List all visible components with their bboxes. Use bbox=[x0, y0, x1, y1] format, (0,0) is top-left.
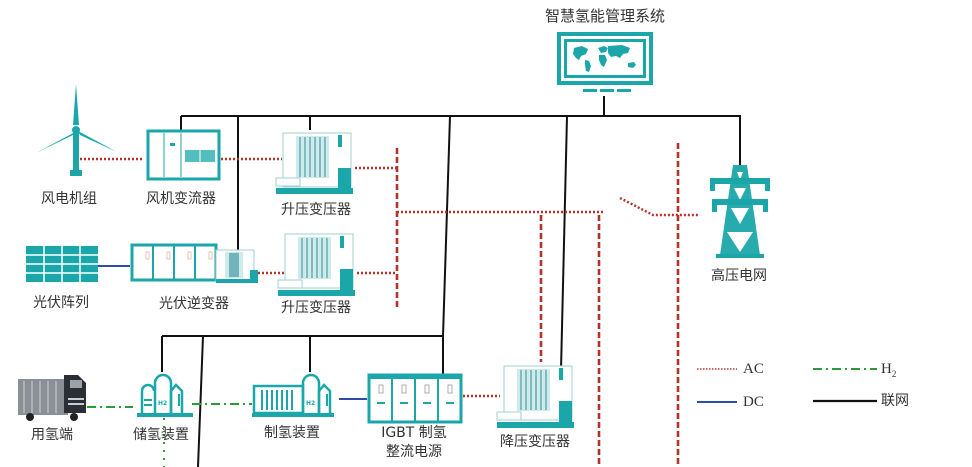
legend bbox=[697, 368, 877, 403]
electrolyzer-icon bbox=[252, 373, 334, 417]
legend-ac-label: AC bbox=[743, 361, 764, 377]
rectifier-cabinet-icon bbox=[367, 373, 463, 424]
tag-h2-production: H2 bbox=[306, 400, 316, 407]
ems-title: 智慧氢能管理系统 bbox=[544, 7, 666, 25]
ac-breaker-switch bbox=[619, 196, 700, 217]
label-igbt-line1: IGBT 制氢 bbox=[381, 425, 447, 441]
solar-panel-icon bbox=[26, 246, 98, 282]
label-step-down-transformer: 降压变压器 bbox=[500, 434, 570, 450]
label-h2-production: 制氢装置 bbox=[264, 425, 320, 441]
legend-grid-label: 联网 bbox=[881, 393, 909, 409]
network-trunk-1 bbox=[442, 115, 451, 337]
converter-cabinet-icon bbox=[146, 129, 221, 181]
legend-h2-label: H2 bbox=[881, 362, 896, 379]
label-h2-user: 用氢端 bbox=[31, 427, 73, 443]
network-trunk-down bbox=[197, 335, 204, 467]
tag-h2-storage: H2 bbox=[158, 400, 168, 407]
label-h2-storage: 储氢装置 bbox=[133, 427, 189, 443]
wind-turbine-icon bbox=[36, 84, 117, 176]
network-lines bbox=[161, 96, 741, 467]
ac-lines bbox=[80, 143, 700, 467]
label-igbt-line2: 整流电源 bbox=[386, 444, 442, 460]
label-stepup-transformer-2: 升压变压器 bbox=[281, 300, 351, 316]
label-hv-grid: 高压电网 bbox=[711, 268, 767, 284]
inverter-cabinet-icon bbox=[130, 243, 258, 283]
label-pv-inverter: 光伏逆变器 bbox=[159, 296, 229, 312]
label-stepup-transformer-1: 升压变压器 bbox=[281, 202, 351, 218]
transmission-tower-icon bbox=[710, 165, 770, 258]
legend-dc-label: DC bbox=[743, 394, 764, 410]
hydrogen-tank-icon bbox=[137, 373, 193, 417]
label-wind-converter: 风机变流器 bbox=[146, 191, 216, 207]
transformer-icon-step-down bbox=[496, 365, 574, 428]
network-to-step-down bbox=[560, 115, 568, 371]
truck-icon bbox=[18, 375, 86, 421]
legend-h2-main: H bbox=[881, 361, 892, 377]
label-wind-turbine: 风电机组 bbox=[41, 191, 97, 207]
transformer-icon-stepup-1 bbox=[275, 132, 353, 194]
label-pv-array: 光伏阵列 bbox=[33, 295, 89, 311]
monitor-world-map-icon bbox=[557, 32, 653, 92]
network-top-bus bbox=[181, 115, 741, 165]
transformer-icon-stepup-2 bbox=[277, 233, 355, 296]
legend-h2-sub: 2 bbox=[891, 369, 897, 379]
